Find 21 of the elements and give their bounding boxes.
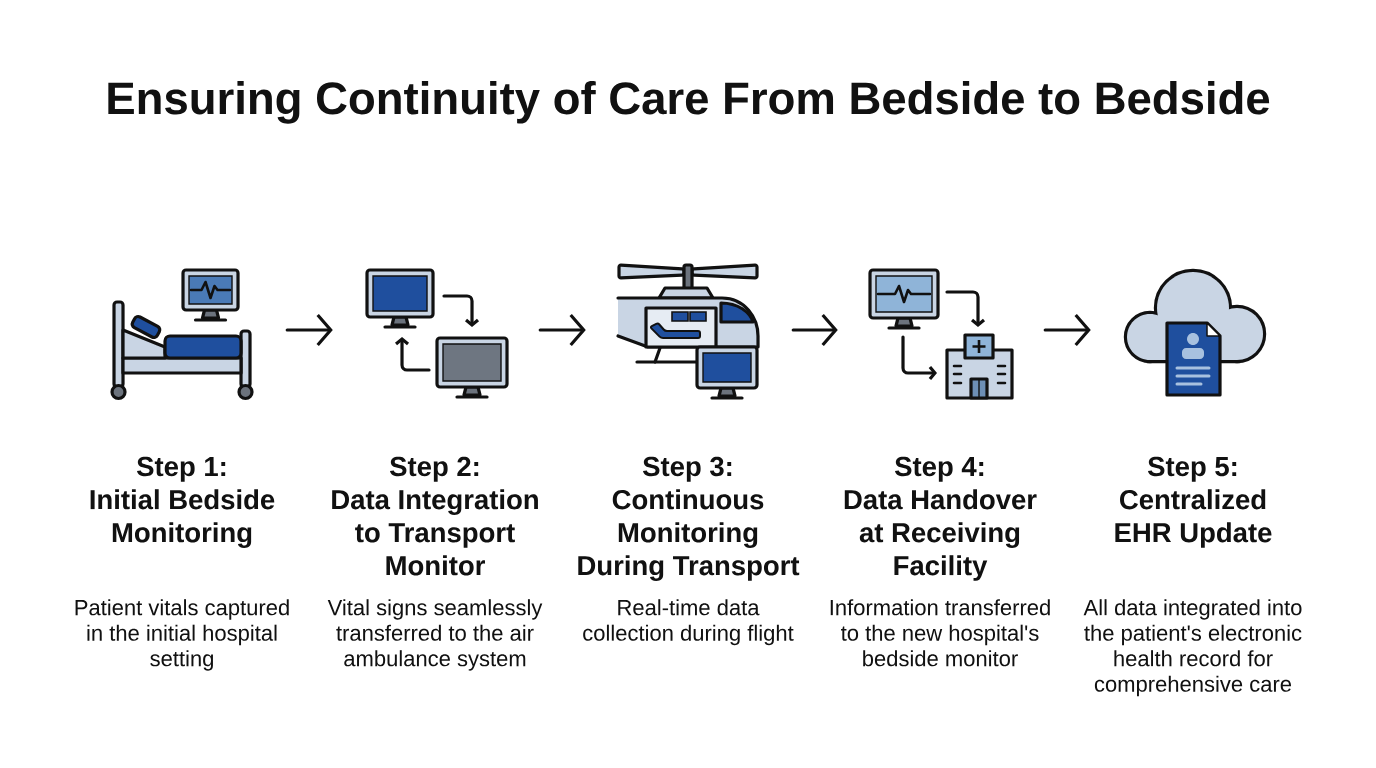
cloud-document-icon — [1123, 268, 1267, 397]
helicopter-icon — [616, 263, 760, 400]
step-description: Information transferred to the new hospital's bedside monitor — [830, 599, 1050, 667]
step-title: Data Integration to Transport Monitor — [332, 489, 538, 576]
two-monitors-icon — [365, 268, 509, 399]
monitor-hospital-icon — [868, 268, 1014, 400]
step-description: Patient vitals captured in the initial hospital setting — [75, 599, 289, 671]
title: Ensuring Continuity of Care From Bedside to Bedside — [108, 81, 1270, 124]
step-title: Continuous Monitoring During Transport — [578, 489, 800, 581]
step-description: Vital signs seamlessly transferred to the air ambulance system — [327, 599, 543, 671]
step-description: Real-time data collection during flight — [583, 599, 794, 646]
step-title: Data Handover at Receiving Facility — [844, 489, 1037, 581]
step-description: All data integrated into the patient's electronic health record for comprehensive care — [1083, 599, 1302, 697]
step-number: Step 1: — [136, 456, 226, 482]
hospital-bed-icon — [110, 268, 254, 401]
step-number: Step 5: — [1147, 456, 1237, 482]
step-number: Step 2: — [389, 456, 479, 482]
step-title: Centralized EHR Update — [1115, 489, 1272, 548]
step-number: Step 3: — [642, 456, 732, 482]
step-title: Initial Bedside Monitoring — [90, 489, 275, 548]
step-number: Step 4: — [894, 456, 984, 482]
